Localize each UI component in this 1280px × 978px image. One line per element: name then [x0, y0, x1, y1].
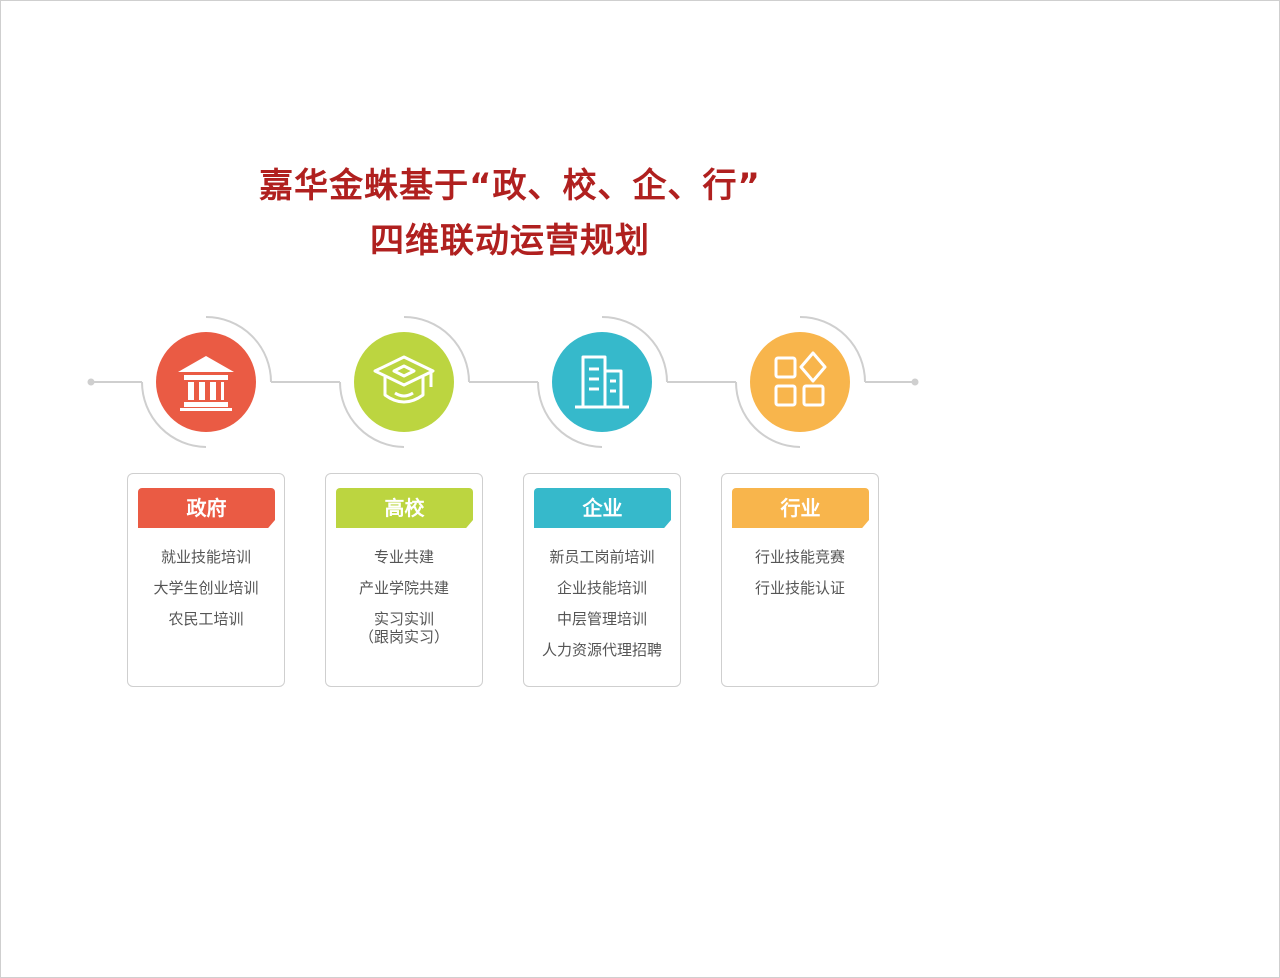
industry-card: 行业 行业技能竞赛 行业技能认证 [721, 473, 879, 687]
office-buildings-icon [575, 355, 629, 409]
industry-items: 行业技能竞赛 行业技能认证 [722, 548, 878, 610]
industry-circle [750, 332, 850, 432]
government-building-icon [178, 356, 234, 411]
government-items: 就业技能培训 大学生创业培训 农民工培训 [128, 548, 284, 641]
list-item: 行业技能认证 [754, 579, 845, 597]
government-tag: 政府 [138, 488, 275, 528]
school-tag: 高校 [336, 488, 473, 528]
timeline-start-dot [87, 378, 95, 386]
list-item: 产业学院共建 [358, 579, 449, 597]
list-item: 行业技能竞赛 [754, 548, 845, 566]
timeline-end-dot [911, 378, 919, 386]
list-item: 中层管理培训 [556, 610, 647, 628]
government-card: 政府 就业技能培训 大学生创业培训 农民工培训 [127, 473, 285, 687]
list-item: 专业共建 [373, 548, 434, 566]
enterprise-circle [552, 332, 652, 432]
enterprise-items: 新员工岗前培训 企业技能培训 中层管理培训 人力资源代理招聘 [524, 548, 680, 672]
page-title: 嘉华金蛛基于“政、校、企、行” [259, 166, 761, 206]
list-item: 实习实训 [373, 610, 434, 628]
graduation-cap-icon [373, 355, 435, 404]
industry-tag: 行业 [732, 488, 869, 528]
list-item: 企业技能培训 [556, 579, 647, 597]
list-item: 就业技能培训 [160, 548, 251, 566]
list-item-note: （跟岗实习） [358, 628, 449, 646]
list-item: 大学生创业培训 [153, 579, 259, 597]
school-card: 高校 专业共建 产业学院共建 实习实训 （跟岗实习） [325, 473, 483, 687]
app-grid-icon [774, 351, 827, 407]
school-items: 专业共建 产业学院共建 实习实训 （跟岗实习） [326, 548, 482, 658]
government-circle [156, 332, 256, 432]
school-circle [354, 332, 454, 432]
page-subtitle: 四维联动运营规划 [370, 221, 650, 261]
enterprise-tag: 企业 [534, 488, 671, 528]
list-item: 人力资源代理招聘 [541, 641, 662, 659]
list-item: 新员工岗前培训 [549, 548, 655, 566]
enterprise-card: 企业 新员工岗前培训 企业技能培训 中层管理培训 人力资源代理招聘 [523, 473, 681, 687]
list-item-multiline: 实习实训 （跟岗实习） [326, 610, 482, 646]
list-item: 农民工培训 [168, 610, 244, 628]
